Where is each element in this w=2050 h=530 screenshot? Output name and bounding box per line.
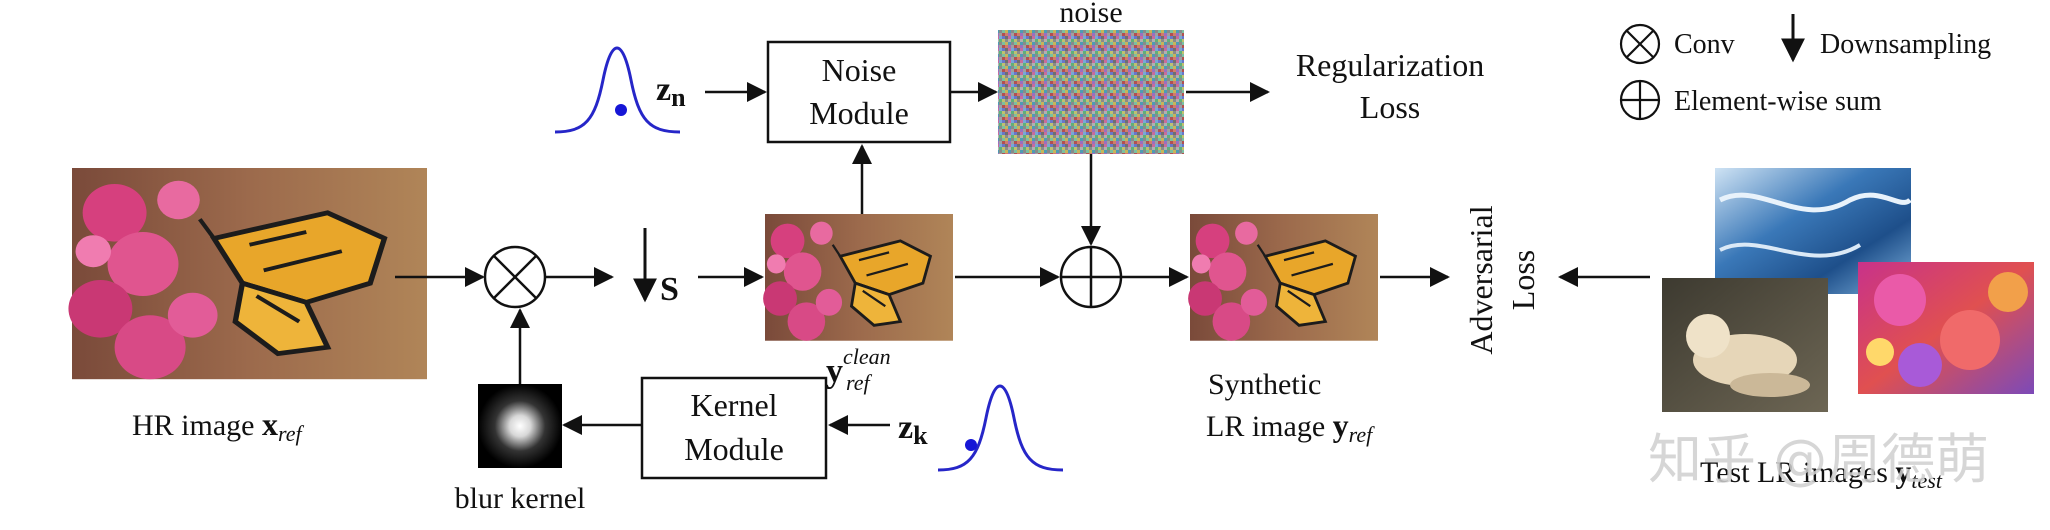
legend-conv-label: Conv bbox=[1674, 29, 1735, 60]
regularization-line1: Regularization bbox=[1296, 47, 1484, 83]
synthetic-image bbox=[1186, 212, 1380, 343]
legend: Conv Downsampling Element-wise sum bbox=[1619, 14, 1991, 121]
sum-operator bbox=[1059, 245, 1123, 309]
z-k-label: zk bbox=[898, 409, 928, 450]
noise-module-line2: Module bbox=[809, 95, 909, 131]
test-images bbox=[1662, 168, 2034, 412]
gaussian-icon bbox=[937, 384, 1064, 472]
noise-module-line1: Noise bbox=[822, 52, 897, 88]
z-n-label: zn bbox=[656, 71, 686, 112]
legend-sum-label: Element-wise sum bbox=[1674, 86, 1882, 117]
kernel-module-line2: Module bbox=[684, 431, 784, 467]
regularization-line2: Loss bbox=[1360, 89, 1420, 125]
noise-title: noise bbox=[1059, 0, 1122, 29]
adversarial-line2: Loss bbox=[1505, 250, 1541, 310]
sum-icon bbox=[1619, 79, 1661, 121]
downsampling-op: S bbox=[633, 228, 679, 308]
gaussian-icon bbox=[554, 46, 681, 134]
synthetic-line2: LR image yref bbox=[1206, 407, 1375, 447]
noise-image bbox=[998, 30, 1184, 154]
test-caption: Test LR images ytest bbox=[1700, 453, 1943, 493]
adversarial-line1: Adversarial bbox=[1463, 205, 1499, 354]
kernel-module: Kernel Module bbox=[640, 376, 828, 480]
watermark: 知乎 @周德萌 bbox=[1648, 428, 1989, 491]
hr-image bbox=[68, 168, 427, 379]
y-clean-image bbox=[761, 212, 955, 343]
s-label: S bbox=[660, 271, 679, 308]
noise-module: Noise Module bbox=[766, 40, 952, 144]
conv-operator bbox=[483, 245, 547, 309]
hr-caption: HR image xref bbox=[132, 406, 304, 446]
blur-kernel-label: blur kernel bbox=[455, 482, 586, 515]
conv-icon bbox=[1619, 23, 1661, 65]
legend-down-label: Downsampling bbox=[1820, 29, 1991, 60]
adversarial-loss: Adversarial Loss bbox=[1463, 205, 1541, 354]
synthetic-line1: Synthetic bbox=[1208, 368, 1321, 401]
blur-kernel-icon bbox=[478, 384, 562, 468]
kernel-module-line1: Kernel bbox=[690, 387, 777, 423]
